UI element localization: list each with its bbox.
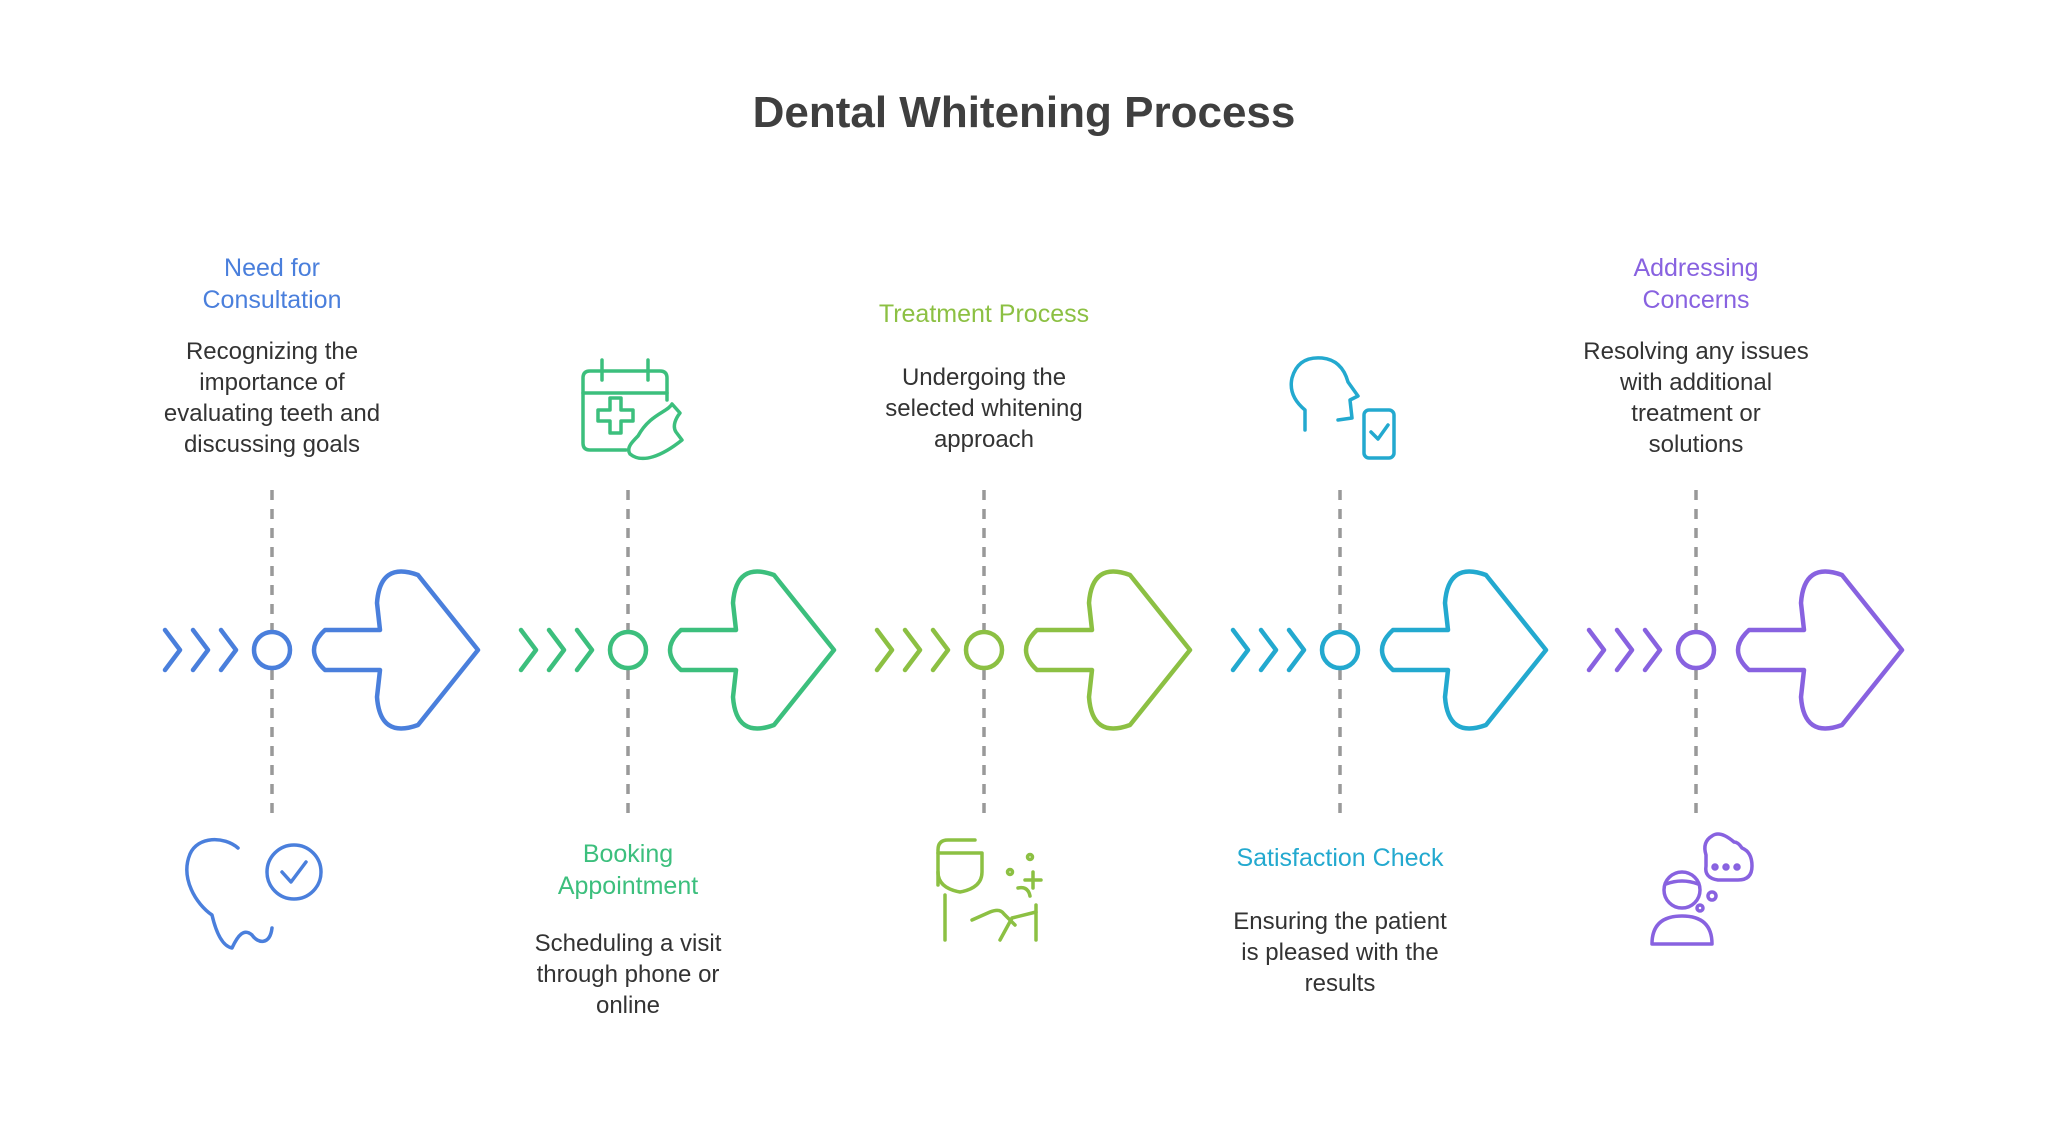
- big-arrow: [667, 569, 837, 731]
- small-chevrons: [1230, 627, 1307, 673]
- step-3-graphics: [874, 490, 1193, 942]
- big-arrow: [1379, 569, 1549, 731]
- step-heading-treatment: Treatment Process: [878, 300, 1090, 328]
- calendar-phone-icon: [581, 358, 684, 461]
- step-1-graphics: [162, 490, 481, 950]
- big-arrow: [1023, 569, 1193, 731]
- step-heading-satisfaction: Satisfaction Check: [1236, 844, 1444, 872]
- step-heading-consultation: Need for Consultation: [202, 254, 342, 314]
- step-description-satisfaction: Ensuring the patient is pleased with the…: [1233, 908, 1447, 997]
- step-node: [963, 629, 1005, 671]
- big-arrow: [311, 569, 481, 731]
- small-chevrons: [874, 627, 951, 673]
- step-description-booking: Scheduling a visit through phone or onli…: [534, 930, 722, 1019]
- diagram-title: Dental Whitening Process: [752, 88, 1296, 137]
- step-heading-booking: Booking Appointment: [557, 840, 699, 900]
- small-chevrons: [162, 627, 239, 673]
- small-chevrons: [518, 627, 595, 673]
- big-arrow: [1735, 569, 1905, 731]
- step-heading-concerns: Addressing Concerns: [1633, 254, 1759, 314]
- step-node: [607, 629, 649, 671]
- dentist-patient-icon: [936, 838, 1043, 942]
- step-node: [1675, 629, 1717, 671]
- head-phone-check-icon: [1289, 356, 1396, 460]
- small-chevrons: [1586, 627, 1663, 673]
- step-description-concerns: Resolving any issues with additional tre…: [1583, 338, 1809, 458]
- step-5-graphics: [1586, 490, 1905, 946]
- step-node: [251, 629, 293, 671]
- tooth-check-icon: [185, 837, 323, 950]
- person-thought-icon: [1650, 832, 1754, 946]
- step-2-graphics: [518, 358, 837, 815]
- step-description-consultation: Recognizing the importance of evaluating…: [163, 338, 381, 458]
- step-node: [1319, 629, 1361, 671]
- step-4-graphics: [1230, 356, 1549, 815]
- step-description-treatment: Undergoing the selected whitening approa…: [885, 364, 1083, 453]
